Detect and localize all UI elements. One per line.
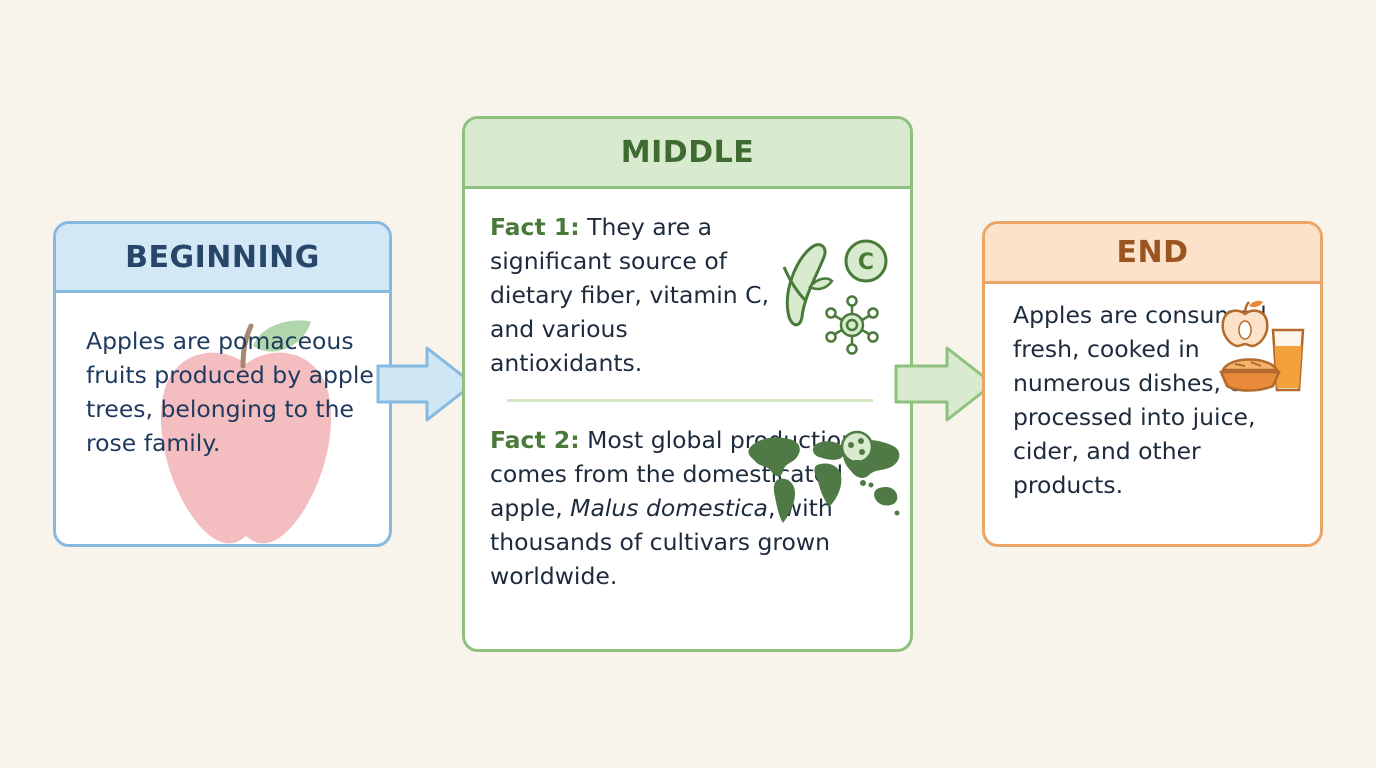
beginning-card: BEGINNING Apples are pomaceous fruits pr… xyxy=(53,221,392,547)
vitamin-c-icon: C xyxy=(844,239,888,283)
middle-card: MIDDLE Fact 1: They are a significant so… xyxy=(462,116,913,652)
end-text: Apples are consumed fresh, cooked in num… xyxy=(1013,301,1267,499)
middle-title: MIDDLE xyxy=(465,119,910,189)
end-card: END Apples are consumed fresh, cooked in… xyxy=(982,221,1323,547)
fiber-icon xyxy=(782,243,834,327)
juice-glass-icon xyxy=(1271,328,1305,392)
food-icons xyxy=(1219,300,1305,392)
end-title: END xyxy=(985,224,1320,284)
beginning-title: BEGINNING xyxy=(56,224,389,293)
apple-tree-icon xyxy=(840,430,874,474)
nutrition-icons: C xyxy=(782,239,888,355)
apple-icon xyxy=(1221,300,1269,348)
antioxidant-molecule-icon xyxy=(825,295,879,355)
fact-1-text: They are a significant source of dietary… xyxy=(490,213,770,377)
leaf-icon xyxy=(253,320,311,352)
vitamin-c-letter: C xyxy=(858,250,874,275)
fact-1-label: Fact 1: xyxy=(490,213,580,241)
fact-2-species: Malus domestica xyxy=(570,494,768,522)
apple-icon xyxy=(160,320,332,544)
fact-2: Fact 2: Most global production comes fro… xyxy=(490,423,900,593)
pie-icon xyxy=(1219,358,1281,392)
fact-divider xyxy=(507,399,873,402)
fact-2-label: Fact 2: xyxy=(490,426,580,454)
beginning-text: Apples are pomaceous fruits produced by … xyxy=(86,327,374,457)
right-arrow-icon xyxy=(894,346,995,422)
world-map-icon xyxy=(748,430,900,523)
right-arrow-icon xyxy=(376,346,475,422)
fact-1: Fact 1: They are a significant source of… xyxy=(490,210,770,380)
fact-2-text-end: , with thousands of cultivars grown worl… xyxy=(490,494,833,590)
